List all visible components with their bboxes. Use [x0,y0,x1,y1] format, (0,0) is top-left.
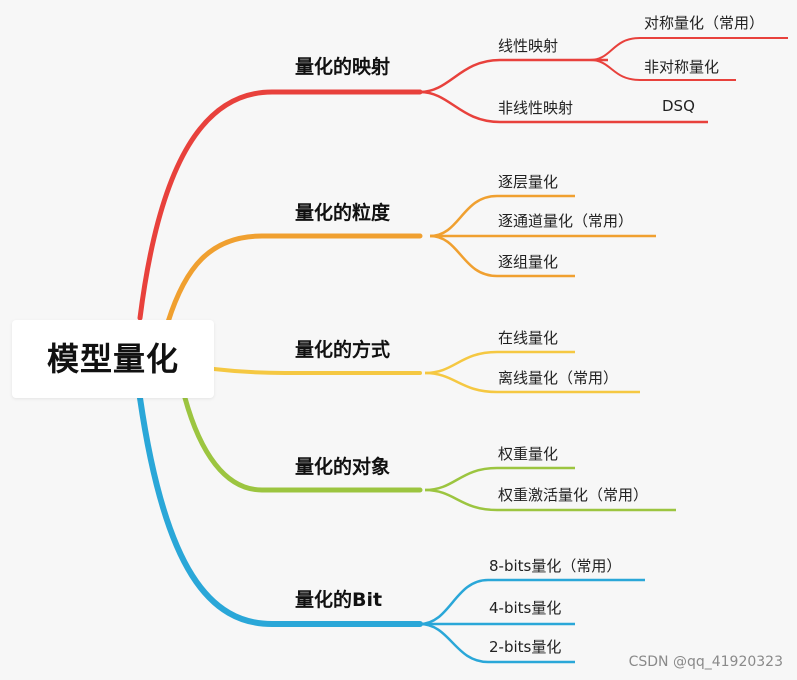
node-symmetric-quant[interactable]: 对称量化（常用） [644,14,765,32]
connector-online [424,350,575,375]
connector-bit [137,395,423,627]
connector-linear [419,58,608,94]
node-offline[interactable]: 离线量化（常用） [498,369,619,387]
connector-layerwise [429,194,575,238]
node-channelwise[interactable]: 逐通道量化（常用） [498,212,634,230]
node-dsq[interactable]: DSQ [662,97,695,115]
root-node[interactable]: 模型量化 [12,320,214,398]
watermark: CSDN @qq_41920323 [628,654,783,670]
connector-granularity [165,233,423,325]
node-online[interactable]: 在线量化 [498,329,559,347]
connector-2bit [419,622,575,664]
connector-object [182,395,423,493]
branch-method[interactable]: 量化的方式 [295,339,391,361]
connector-symmetric [589,37,788,61]
node-groupwise[interactable]: 逐组量化 [498,253,559,271]
node-2bit[interactable]: 2-bits量化 [489,638,562,656]
node-weight[interactable]: 权重量化 [498,445,559,463]
node-asymmetric-quant[interactable]: 非对称量化 [644,58,720,76]
connector-method [212,367,422,375]
branch-granularity[interactable]: 量化的粒度 [295,202,391,224]
node-linear-mapping[interactable]: 线性映射 [498,37,559,55]
connector-nonlinear [419,90,708,124]
branch-mapping[interactable]: 量化的映射 [295,56,391,78]
root-label: 模型量化 [46,340,179,378]
connector-asymmetric [589,59,736,81]
connector-weight-act [424,488,676,512]
node-layerwise[interactable]: 逐层量化 [498,173,559,191]
connector-8bit [419,578,645,626]
connector-weight [424,466,575,492]
branch-bit[interactable]: 量化的Bit [295,589,383,611]
node-4bit[interactable]: 4-bits量化 [489,599,562,617]
branch-object[interactable]: 量化的对象 [295,456,391,478]
connector-groupwise [429,234,575,278]
connector-mapping [137,89,423,321]
node-nonlinear-mapping[interactable]: 非线性映射 [498,99,574,117]
connector-offline [424,371,640,394]
node-weight-activation[interactable]: 权重激活量化（常用） [498,486,649,504]
node-8bit[interactable]: 8-bits量化（常用） [489,557,622,575]
